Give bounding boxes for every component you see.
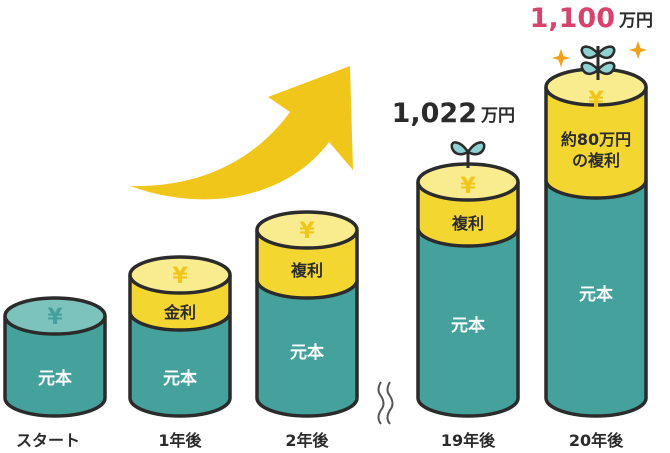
column-year1: ¥ 金利 元本 [128,255,232,418]
interest-cylinder [544,87,648,200]
interest-top [128,255,232,295]
column-label: 2年後 [285,431,329,450]
sparkle-icon [552,49,570,67]
interest-label: 複利 [290,261,323,280]
growth-arrow [130,66,353,200]
yen-icon: ¥ [299,219,315,244]
column-label: 20年後 [569,431,624,450]
principal-label: 元本 [451,315,485,336]
principal-cylinder [544,180,648,418]
total-unit: 万円 [618,11,653,31]
column-label: 19年後 [441,431,496,450]
column-label: スタート [16,431,80,450]
column-label: 1年後 [158,431,202,450]
principal-top [3,296,107,336]
interest-label: 複利 [451,214,484,233]
sprout-icon [580,45,616,80]
sparkle-icon [629,41,647,59]
column-year19: ¥ 複利 元本 1,022 万円 [392,98,520,418]
principal-cylinder [128,312,232,418]
yen-icon: ¥ [172,264,188,289]
gap-mark [377,381,394,425]
principal-cylinder [416,228,520,418]
principal-label: 元本 [290,342,324,363]
principal-cylinder [255,280,359,418]
interest-top [255,210,359,250]
principal-cylinder [3,316,107,418]
column-year20: ¥ 約80万円 の複利 元本 1,100 万円 [530,3,653,418]
principal-label: 元本 [579,284,613,305]
total-value: 1,100 [530,3,615,34]
interest-label-line2: の複利 [572,151,620,170]
column-year2: ¥ 複利 元本 [255,210,359,418]
sprout-icon [450,141,486,168]
yen-icon: ¥ [460,174,476,199]
total-unit: 万円 [480,106,515,126]
yen-icon: ¥ [47,305,63,330]
principal-label: 元本 [38,368,72,389]
total-value: 1,022 [392,98,477,129]
interest-label: 金利 [163,303,196,322]
principal-label: 元本 [163,368,197,389]
interest-label-line1: 約80万円 [561,130,631,149]
yen-icon: ¥ [588,88,604,113]
column-start: ¥ 元本 [3,296,107,418]
